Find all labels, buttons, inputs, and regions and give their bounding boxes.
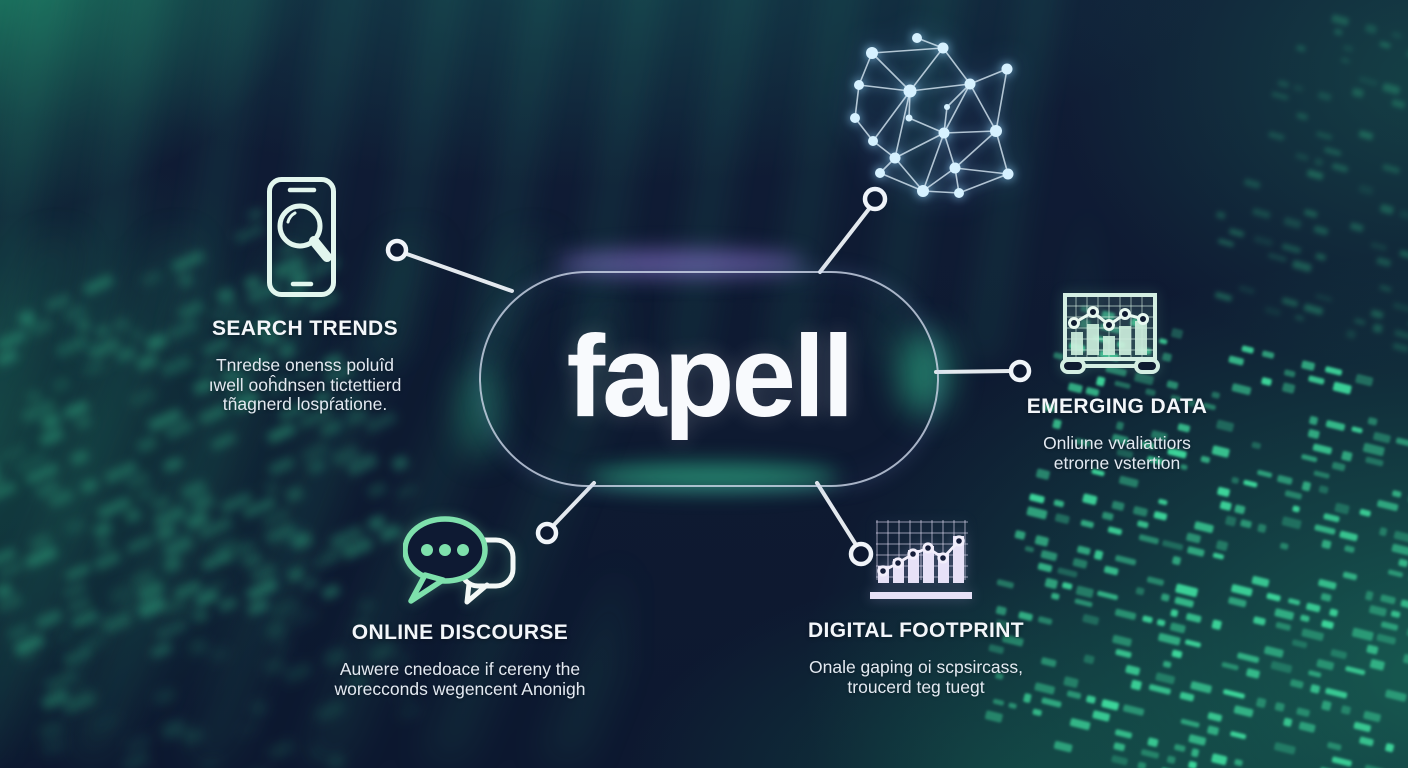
connector-dot-search bbox=[385, 238, 409, 262]
central-brand-pill: fapell bbox=[479, 271, 939, 487]
topic-search-trends: SEARCH TRENDS Tnredse onenss poluîd ıwel… bbox=[130, 317, 480, 415]
presentation-chart-icon bbox=[1060, 293, 1160, 374]
topic-title: EMERGING DATA bbox=[1026, 395, 1208, 418]
chat-bubbles-icon bbox=[403, 516, 516, 605]
topic-title: DIGITAL FOOTPRINT bbox=[807, 619, 1024, 642]
topic-digital-footprint: DIGITAL FOOTPRINT Onale gaping oi scpsir… bbox=[766, 619, 1066, 697]
topic-subtitle: Onliune vvaliattiors etrorne vstertion bbox=[1043, 433, 1191, 473]
network-graph-icon bbox=[850, 33, 1014, 198]
connector-dot-network bbox=[862, 186, 888, 212]
topic-title: SEARCH TRENDS bbox=[211, 317, 399, 340]
brand-wordmark: fapell bbox=[566, 311, 855, 441]
phone-search-icon bbox=[267, 177, 336, 297]
topic-title: ONLINE DISCOURSE bbox=[351, 621, 569, 644]
topic-subtitle: Onale gaping oi scpsircass, troucerd teg… bbox=[809, 657, 1023, 697]
connector-dot-emerging bbox=[1008, 359, 1032, 383]
connector-dot-discourse bbox=[535, 521, 559, 545]
connector-dot-footprint bbox=[848, 541, 874, 567]
topic-online-discourse: ONLINE DISCOURSE Auwere cnedoace if cere… bbox=[310, 621, 610, 699]
topic-emerging-data: EMERGING DATA Onliune vvaliattiors etror… bbox=[967, 395, 1267, 473]
topic-subtitle: Tnredse onenss poluîd ıwell ooĥdnsen tic… bbox=[208, 355, 402, 414]
topic-subtitle: Auwere cnedoace if cereny the worecconds… bbox=[334, 659, 586, 699]
bar-chart-icon bbox=[870, 520, 972, 599]
